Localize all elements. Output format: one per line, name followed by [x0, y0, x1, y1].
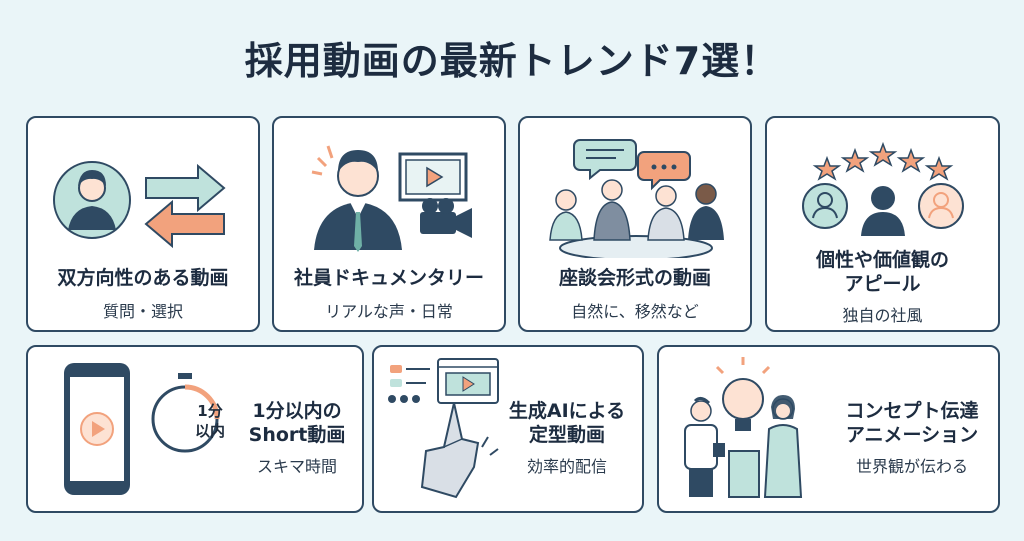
- card-title: 社員ドキュメンタリー: [293, 267, 484, 289]
- card-round-table: 座談会形式の動画 自然に、移然など: [518, 116, 752, 332]
- employee-camera-icon: [311, 145, 472, 252]
- page-title: 採用動画の最新トレンド7選！: [244, 39, 780, 83]
- card-interactive-video: 双方向性のある動画 質問・選択: [26, 116, 260, 332]
- card-personality-values: 個性や価値観の アピール 独自の社風: [765, 116, 1000, 332]
- card-title-line2: アニメーション: [845, 424, 979, 446]
- card-title-line1: 生成AIによる: [508, 400, 626, 422]
- card-subtitle: 自然に、移然など: [571, 302, 699, 321]
- round-table-meeting-icon: [549, 139, 724, 258]
- card-employee-documentary: 社員ドキュメンタリー リアルな声・日常: [272, 116, 506, 332]
- card-title-line1: 1分以内の: [252, 400, 342, 422]
- card-title-line1: 個性や価値観の: [815, 249, 949, 271]
- card-subtitle: 独自の社風: [842, 306, 923, 325]
- timer-badge-line2: 以内: [194, 422, 225, 440]
- people-stars-icon: [802, 141, 964, 236]
- card-title-line1: コンセプト伝達: [845, 400, 979, 422]
- card-title-line2: 定型動画: [528, 424, 605, 446]
- card-concept-animation: コンセプト伝達 アニメーション 世界観が伝わる: [657, 345, 1000, 513]
- card-subtitle: 世界観が伝わる: [855, 457, 968, 476]
- card-title-line2: アピール: [844, 273, 921, 295]
- card-title: 双方向性のある動画: [57, 267, 229, 289]
- card-ai-video: 生成AIによる 定型動画 効率的配信: [372, 345, 644, 513]
- timer-badge-line1: 1分: [197, 402, 223, 420]
- two-way-arrows-person-icon: [53, 161, 226, 249]
- card-subtitle: スキマ時間: [256, 457, 337, 476]
- card-subtitle: 質問・選択: [102, 302, 183, 321]
- card-subtitle: リアルな声・日常: [325, 302, 453, 321]
- card-short-video: 1分 以内 1分以内の Short動画 スキマ時間: [26, 345, 364, 513]
- smartphone-timer-icon: [64, 363, 220, 495]
- card-title: 座談会形式の動画: [558, 267, 711, 289]
- robot-hand-video-icon: [388, 358, 499, 499]
- card-subtitle: 効率的配信: [526, 457, 607, 476]
- lightbulb-people-icon: [684, 357, 803, 498]
- card-title-line2: Short動画: [248, 424, 346, 446]
